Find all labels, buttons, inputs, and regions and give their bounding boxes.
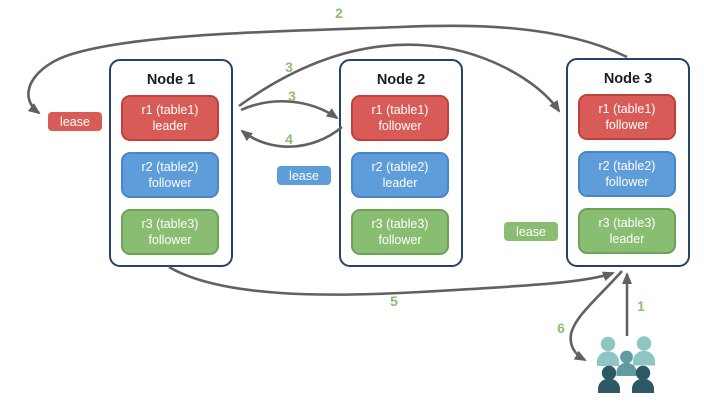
- node-1-box: Node 1 r1 (table1) leader r2 (table2) fo…: [109, 59, 233, 267]
- replica-name: r3 (table3): [598, 215, 656, 230]
- step-label-6: 6: [557, 320, 565, 336]
- replica-role: leader: [152, 119, 188, 133]
- node-2-replica-r2: r2 (table2) leader: [351, 152, 449, 198]
- node-2-box: Node 2 r1 (table1) follower r2 (table2) …: [339, 59, 463, 267]
- node-1-replica-r1: r1 (table1) leader: [121, 95, 219, 141]
- users-group-icon: [597, 336, 655, 393]
- node-3-replica-r2: r2 (table2) follower: [578, 151, 676, 197]
- node-2-replica-r3: r3 (table3) follower: [351, 209, 449, 255]
- replica-role: leader: [382, 176, 418, 190]
- step-label-3b: 3: [288, 88, 296, 104]
- replica-name: r1 (table1): [371, 102, 429, 117]
- node-2-replica-r1: r1 (table1) follower: [351, 95, 449, 141]
- node-2-title: Node 2: [376, 72, 426, 88]
- lease-badge-table1: lease: [48, 112, 102, 131]
- arrow-step-5: [168, 265, 615, 296]
- replica-role: follower: [378, 233, 422, 247]
- node-3-box: Node 3 r1 (table1) follower r2 (table2) …: [566, 58, 690, 267]
- node-3-replica-r3: r3 (table3) leader: [578, 208, 676, 254]
- replica-role: follower: [605, 175, 649, 189]
- replica-name: r1 (table1): [598, 101, 656, 116]
- replica-name: r3 (table3): [371, 216, 429, 231]
- replica-role: follower: [148, 176, 192, 190]
- lease-badge-table2: lease: [277, 166, 331, 185]
- replica-role: follower: [148, 233, 192, 247]
- replica-name: r2 (table2): [371, 159, 429, 174]
- step-label-4: 4: [285, 131, 293, 147]
- node-1-replica-r3: r3 (table3) follower: [121, 209, 219, 255]
- step-label-3a: 3: [285, 59, 293, 75]
- replica-role: follower: [605, 118, 649, 132]
- replica-name: r1 (table1): [141, 102, 199, 117]
- node-3-replica-r1: r1 (table1) follower: [578, 94, 676, 140]
- replica-name: r2 (table2): [598, 158, 656, 173]
- replica-name: r3 (table3): [141, 216, 199, 231]
- replica-role: leader: [609, 232, 645, 246]
- lease-badge-table3: lease: [504, 222, 558, 241]
- node-3-title: Node 3: [603, 71, 653, 87]
- step-label-1: 1: [637, 298, 645, 314]
- node-1-replica-r2: r2 (table2) follower: [121, 152, 219, 198]
- node-1-title: Node 1: [146, 72, 196, 88]
- step-label-5: 5: [390, 293, 398, 309]
- replica-role: follower: [378, 119, 422, 133]
- step-label-2: 2: [335, 5, 343, 21]
- replica-name: r2 (table2): [141, 159, 199, 174]
